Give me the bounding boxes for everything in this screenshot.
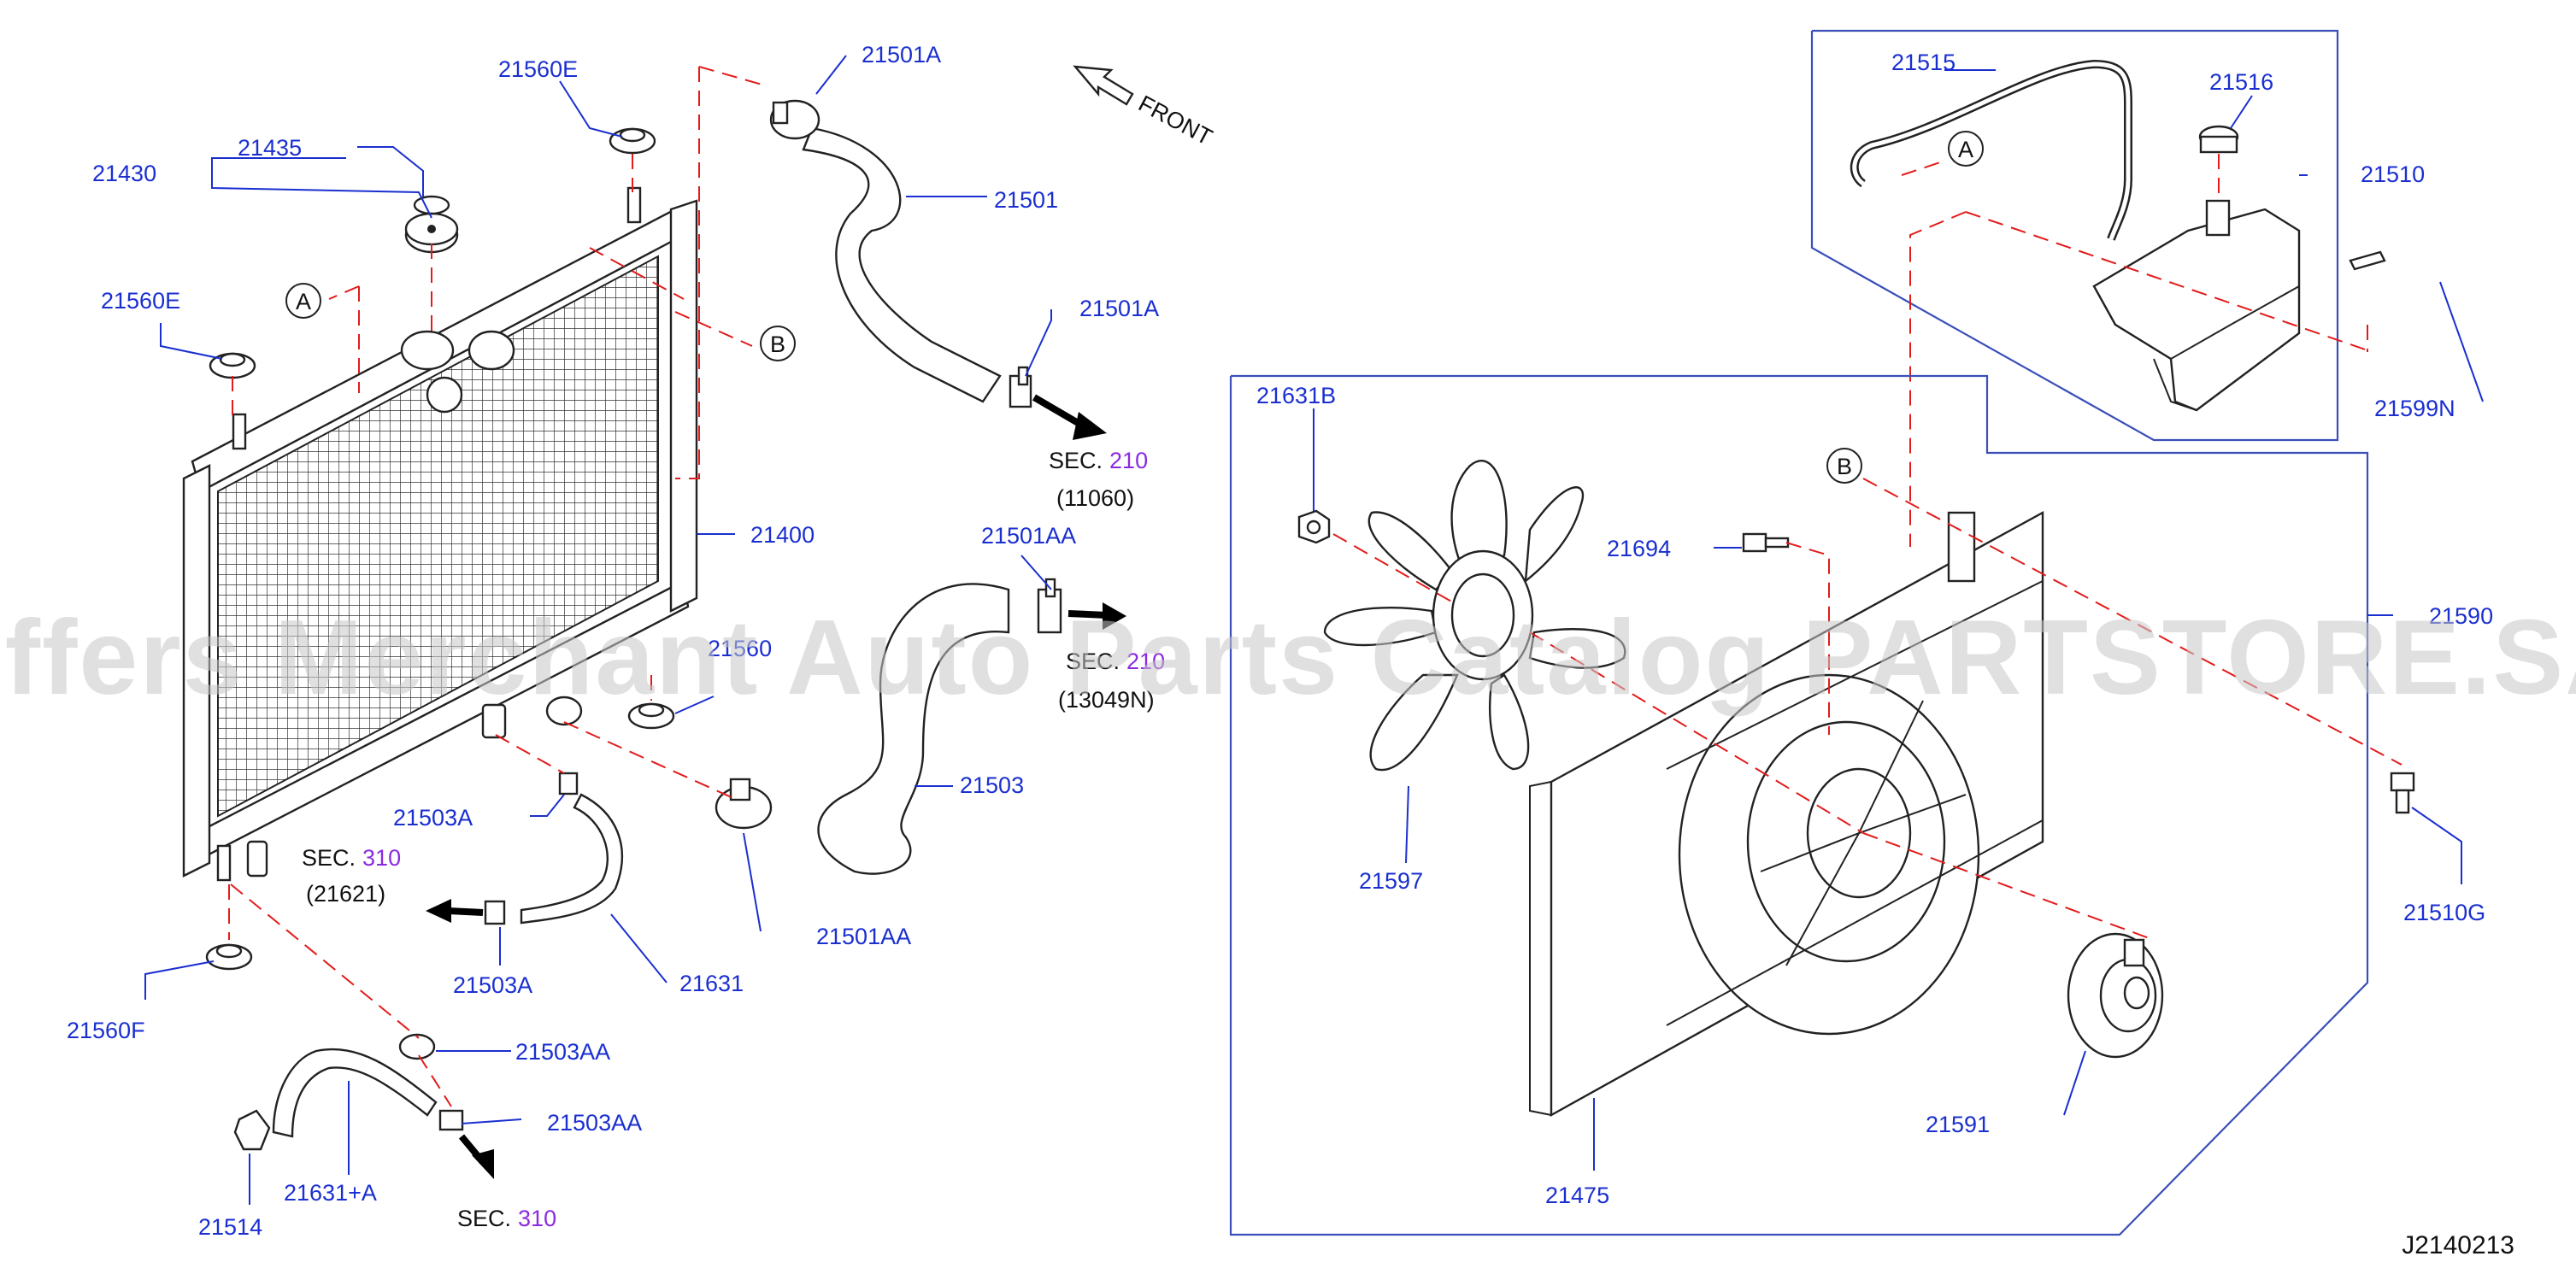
svg-text:(21621): (21621) — [306, 881, 385, 907]
callout-A-left: A — [285, 283, 321, 319]
hose-clamp-21503AA-top — [398, 1033, 436, 1060]
svg-text:(11060): (11060) — [1056, 485, 1134, 511]
hose-clamp-21501AA-bot — [715, 778, 773, 830]
guide-lines-reservoir — [1901, 154, 2368, 547]
lower-hose-21503 — [817, 583, 1010, 875]
hose-21631 — [520, 793, 624, 925]
reference-code: J2140213 — [2402, 1231, 2514, 1259]
hose-21631A — [272, 1048, 438, 1138]
label-21590: 21590 — [2429, 603, 2493, 629]
section-ref-310-b: SEC.310 — [457, 1206, 556, 1231]
flow-arrows — [426, 394, 1126, 1179]
upper-hose-21501 — [802, 126, 1002, 403]
reservoir-box — [1810, 29, 2339, 442]
hose-clamp-21501A-mid — [1009, 366, 1032, 408]
label-21560-partial: 21560 — [708, 636, 772, 661]
label-21503A-top: 21503A — [393, 805, 473, 831]
label-21560E-top: 21560E — [498, 56, 578, 82]
label-21510G: 21510G — [2403, 900, 2485, 925]
svg-text:(13049N): (13049N) — [1058, 687, 1155, 713]
grommet-21560F — [205, 943, 253, 971]
svg-text:SEC.310: SEC.310 — [302, 845, 401, 871]
label-21514: 21514 — [198, 1214, 262, 1240]
label-21631A: 21631+A — [284, 1180, 377, 1206]
radiator-cap-21430 — [404, 212, 459, 254]
fan-motor-21591 — [2067, 932, 2164, 1059]
reservoir-tank-21510 — [2092, 199, 2301, 412]
fan-21597 — [1323, 460, 1626, 772]
label-21501A-top: 21501A — [862, 42, 941, 68]
radiator-21400 — [182, 186, 698, 882]
callout-B-right: B — [1826, 448, 1862, 484]
label-21597: 21597 — [1359, 868, 1423, 894]
label-21503: 21503 — [960, 772, 1024, 798]
svg-text:B: B — [1837, 454, 1852, 479]
label-21430: 21430 — [92, 161, 156, 186]
fan-assembly-box — [1229, 374, 2369, 1236]
svg-text:B: B — [770, 332, 785, 357]
reservoir-cap-21516 — [2198, 125, 2239, 154]
svg-text:SEC.310: SEC.310 — [457, 1206, 556, 1231]
hose-clamp-21503A-bot — [484, 900, 506, 925]
hose-clamp-21503AA-bot — [438, 1109, 464, 1131]
label-21503AA-bot: 21503AA — [547, 1110, 642, 1136]
label-21501AA-bot: 21501AA — [816, 924, 911, 949]
label-21515: 21515 — [1891, 50, 1956, 75]
guide-lines-fan — [1332, 478, 2403, 941]
front-arrow-icon — [1073, 65, 1134, 106]
section-ref-210-a: SEC.210 (11060) — [1049, 448, 1148, 511]
label-21501A-mid: 21501A — [1079, 296, 1159, 321]
clip-21514 — [233, 1109, 271, 1151]
label-21510: 21510 — [2361, 161, 2425, 187]
svg-text:A: A — [1958, 137, 1973, 162]
leader-lines — [144, 55, 2484, 1205]
part-labels: 21560E 21501A 21435 21430 21501 21560E 2… — [67, 42, 2493, 1240]
overflow-hose-21515 — [1850, 59, 2132, 241]
svg-text:A: A — [296, 289, 311, 314]
label-21560E-left: 21560E — [101, 288, 180, 314]
label-21503AA-top: 21503AA — [515, 1039, 610, 1065]
bolt-21694 — [1742, 532, 1790, 553]
front-label: FRONT — [1134, 91, 1216, 150]
label-21591: 21591 — [1926, 1112, 1990, 1137]
label-21631: 21631 — [679, 971, 744, 996]
section-ref-210-b: SEC.210 (13049N) — [1058, 649, 1165, 713]
guide-lines-left — [228, 66, 766, 1107]
label-21501AA-top: 21501AA — [981, 523, 1076, 549]
label-21560F: 21560F — [67, 1018, 145, 1043]
shroud-21475 — [1529, 510, 2044, 1118]
label-21501: 21501 — [994, 187, 1058, 213]
svg-text:SEC.210: SEC.210 — [1049, 448, 1148, 473]
seal-21435 — [413, 195, 450, 215]
bolt-21510G — [2390, 772, 2415, 814]
label-21400: 21400 — [750, 522, 815, 548]
svg-text:SEC.210: SEC.210 — [1066, 649, 1165, 674]
hose-clamp-21501A-top — [769, 99, 820, 140]
grommet-21560-right — [627, 702, 675, 730]
callout-A-right: A — [1948, 131, 1984, 167]
label-plate-21599N — [2349, 250, 2386, 271]
label-21475: 21475 — [1545, 1183, 1609, 1208]
label-21631B: 21631B — [1256, 383, 1336, 408]
grommet-21560E-top — [609, 127, 656, 155]
label-21599N: 21599N — [2374, 396, 2455, 421]
nut-21631B — [1297, 509, 1331, 544]
hose-clamp-21503A-top — [558, 772, 579, 795]
label-21435: 21435 — [238, 135, 302, 161]
watermark: Offers Merchant Auto Parts Catalog PARTS… — [0, 599, 2576, 717]
section-ref-310-a: SEC.310 (21621) — [302, 845, 401, 907]
label-21516: 21516 — [2209, 69, 2273, 95]
callout-B-left: B — [760, 326, 796, 361]
label-21694: 21694 — [1607, 536, 1671, 561]
label-21503A-bot: 21503A — [453, 972, 532, 998]
